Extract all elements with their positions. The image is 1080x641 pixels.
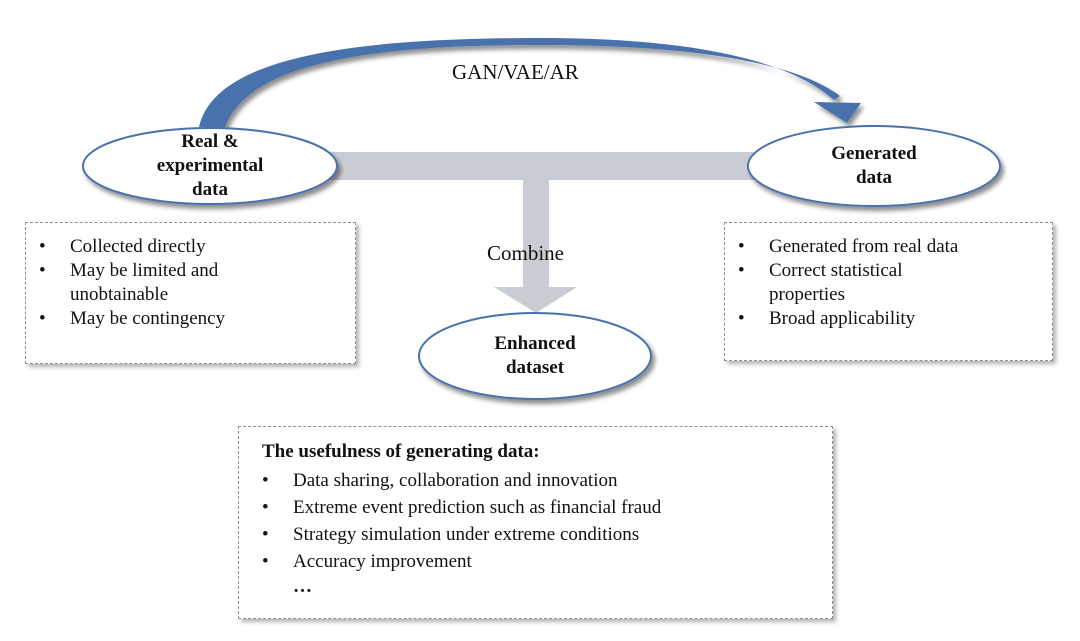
node-real-data: Real & experimental data bbox=[130, 130, 290, 202]
list-item-text: Broad applicability bbox=[769, 308, 916, 329]
combine-connector-stem bbox=[523, 180, 549, 288]
node-enhanced-dataset-shape bbox=[418, 312, 652, 400]
bullet-icon: • bbox=[262, 470, 269, 491]
usefulness-box: The usefulness of generating data: • Dat… bbox=[238, 426, 833, 619]
real-data-properties-list: • Collected directly • May be limited an… bbox=[39, 235, 355, 331]
list-item: • Extreme event prediction such as finan… bbox=[262, 494, 832, 521]
combine-connector-bar bbox=[300, 152, 780, 180]
list-item-text: unobtainable bbox=[70, 284, 169, 305]
node-real-data-line: Real & bbox=[181, 131, 239, 152]
bullet-icon: • bbox=[262, 497, 269, 518]
node-enhanced-dataset: Enhanced dataset bbox=[455, 332, 615, 380]
bullet-icon: • bbox=[39, 236, 46, 257]
list-item: • Data sharing, collaboration and innova… bbox=[262, 467, 832, 494]
bullet-icon: • bbox=[738, 308, 745, 329]
node-generated-data: Generated data bbox=[794, 142, 954, 190]
usefulness-title: The usefulness of generating data: bbox=[262, 441, 540, 462]
usefulness-ellipsis: … bbox=[293, 576, 312, 597]
usefulness-list: • Data sharing, collaboration and innova… bbox=[262, 467, 832, 575]
list-item: • Accuracy improvement bbox=[262, 548, 832, 575]
list-item-text: May be contingency bbox=[70, 308, 226, 329]
node-generated-data-shape bbox=[747, 125, 1001, 207]
list-item-text: properties bbox=[769, 284, 845, 305]
bullet-icon: • bbox=[738, 260, 745, 281]
node-real-data-line: data bbox=[192, 179, 228, 200]
bullet-icon: • bbox=[262, 524, 269, 545]
list-item-text: Extreme event prediction such as financi… bbox=[293, 497, 662, 518]
bullet-icon: • bbox=[39, 308, 46, 329]
generated-data-properties-box: • Generated from real data • Correct sta… bbox=[724, 222, 1053, 361]
node-generated-data-line: data bbox=[856, 167, 892, 188]
list-item-text: Accuracy improvement bbox=[293, 551, 472, 572]
node-enhanced-dataset-line: dataset bbox=[505, 357, 565, 378]
node-real-data-shape bbox=[82, 127, 338, 205]
list-item-text: May be limited and bbox=[70, 260, 219, 281]
node-generated-data-line: Generated bbox=[831, 143, 917, 164]
list-item: • Correct statistical properties bbox=[738, 259, 1052, 307]
combine-label: Combine bbox=[487, 241, 564, 265]
node-real-data-line: experimental bbox=[156, 155, 264, 176]
list-item: • Broad applicability bbox=[738, 307, 1052, 331]
generation-arc-head bbox=[814, 102, 861, 123]
list-item: • Strategy simulation under extreme cond… bbox=[262, 521, 832, 548]
real-data-properties-box: • Collected directly • May be limited an… bbox=[25, 222, 356, 364]
generation-arc-arrow bbox=[199, 38, 861, 127]
list-item: • May be limited and unobtainable bbox=[39, 259, 355, 307]
list-item: • Generated from real data bbox=[738, 235, 1052, 259]
bullet-icon: • bbox=[738, 236, 745, 257]
bullet-icon: • bbox=[262, 551, 269, 572]
list-item-text: Collected directly bbox=[70, 236, 206, 257]
generated-data-properties-list: • Generated from real data • Correct sta… bbox=[738, 235, 1052, 331]
list-item-text: Generated from real data bbox=[769, 236, 959, 257]
node-enhanced-dataset-line: Enhanced bbox=[494, 333, 576, 354]
list-item-text: Strategy simulation under extreme condit… bbox=[293, 524, 640, 545]
arc-label: GAN/VAE/AR bbox=[452, 60, 579, 84]
list-item: • Collected directly bbox=[39, 235, 355, 259]
list-item-text: Data sharing, collaboration and innovati… bbox=[293, 470, 618, 491]
list-item: • May be contingency bbox=[39, 307, 355, 331]
bullet-icon: • bbox=[39, 260, 46, 281]
list-item-text: Correct statistical bbox=[769, 260, 903, 281]
combine-arrowhead bbox=[494, 287, 577, 313]
